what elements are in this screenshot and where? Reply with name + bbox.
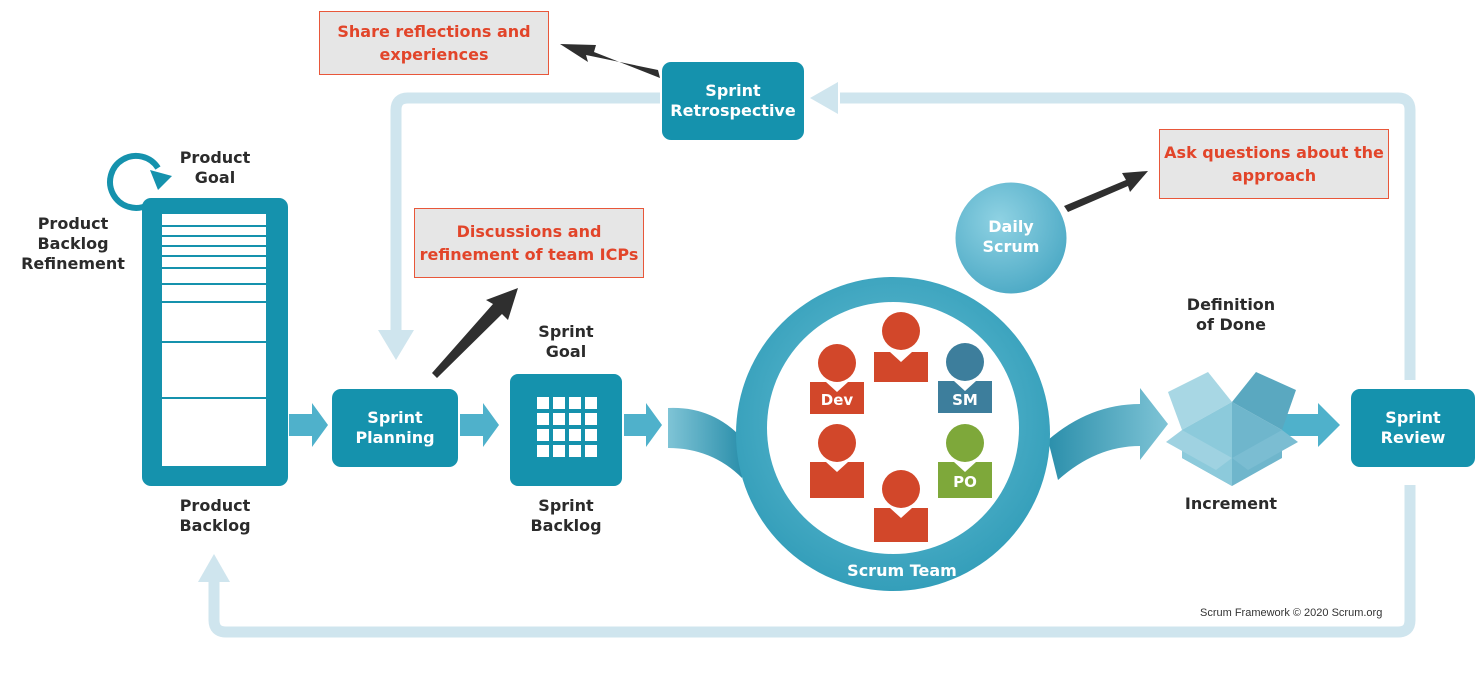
role-label-po: PO [953,473,977,491]
backlog-loop [208,485,1416,638]
daily-scrum-circle [952,179,1070,297]
role-label-sm: SM [952,391,978,409]
product-goal-line-1: Product [179,148,251,167]
increment-box-icon [1166,372,1298,486]
note-discussions-line-1: Discussions and [456,222,602,241]
note-share-line-2: experiences [379,45,489,64]
daily-scrum-line-1: Daily [988,217,1034,236]
sprint-goal-line-2: Goal [545,342,587,361]
sprint-retrospective-line-1: Sprint [705,81,761,100]
sprint-inflow [668,407,742,478]
sprint-planning-line-2: Planning [355,428,435,447]
product-backlog-line-2: Backlog [179,516,251,535]
refinement-line-3: Refinement [21,254,125,273]
refinement-line-1: Product [37,214,109,233]
product-backlog-label: Product Backlog [160,496,270,536]
team-member-dev-top [874,312,928,382]
team-member-dev-left [810,424,864,498]
sprint-backlog-line-1: Sprint [538,496,594,515]
sprint-retrospective-box: Sprint Retrospective [662,62,804,140]
team-member-sm [938,343,992,413]
sprint-planning-line-1: Sprint [367,408,423,427]
refinement-cycle-icon [107,152,161,211]
note-discussions-line-2: refinement of team ICPs [419,245,639,264]
refinement-label: Product Backlog Refinement [14,214,132,274]
daily-scrum-label: Daily Scrum [961,217,1061,257]
scrum-team-label: Scrum Team [847,561,957,580]
sprint-goal-label: Sprint Goal [516,322,616,362]
note-discussions: Discussions and refinement of team ICPs [414,208,644,278]
product-goal-line-2: Goal [194,168,236,187]
product-backlog-line-1: Product [179,496,251,515]
sprint-review-line-2: Review [1380,428,1446,447]
annotation-arrows [432,44,1148,378]
role-label-dev: Dev [821,391,854,409]
product-goal-label: Product Goal [160,148,270,188]
sprint-review-line-1: Sprint [1385,408,1441,427]
product-backlog-stack [142,198,288,486]
sprint-outflow [1048,388,1168,480]
refinement-cycle-arrowhead [150,170,172,190]
definition-of-done-line-1: Definition [1186,295,1276,314]
note-ask-questions: Ask questions about the approach [1159,129,1389,199]
definition-of-done-label: Definition of Done [1166,295,1296,335]
retrospective-loop-arrowhead [810,82,838,114]
note-share-line-1: Share reflections and [337,22,531,41]
sprint-review-box: Sprint Review [1351,389,1475,467]
backlog-loop-arrowhead [198,554,230,582]
sprint-planning-box: Sprint Planning [332,389,458,467]
sprint-backlog-grid [510,374,622,486]
refinement-line-2: Backlog [37,234,109,253]
sprint-backlog-label: Sprint Backlog [516,496,616,536]
daily-scrum-line-2: Scrum [982,237,1040,256]
definition-of-done-line-2: of Done [1195,315,1267,334]
note-ask-line-2: approach [1231,166,1317,185]
retrospective-loop [390,92,1416,380]
flow-arrows [289,403,1340,447]
note-share-reflections: Share reflections and experiences [319,11,549,75]
sprint-retrospective-line-2: Retrospective [670,101,796,120]
increment-label: Increment [1184,494,1278,513]
note-ask-line-1: Ask questions about the [1164,143,1384,162]
sprint-backlog-line-2: Backlog [530,516,602,535]
team-member-dev-bottom [874,470,928,542]
team-member-dev-labeled [810,344,864,414]
sprint-goal-line-1: Sprint [538,322,594,341]
planning-loop-arrowhead [378,330,414,360]
team-member-po [938,424,992,498]
copyright-credit: Scrum Framework © 2020 Scrum.org [1200,607,1383,619]
